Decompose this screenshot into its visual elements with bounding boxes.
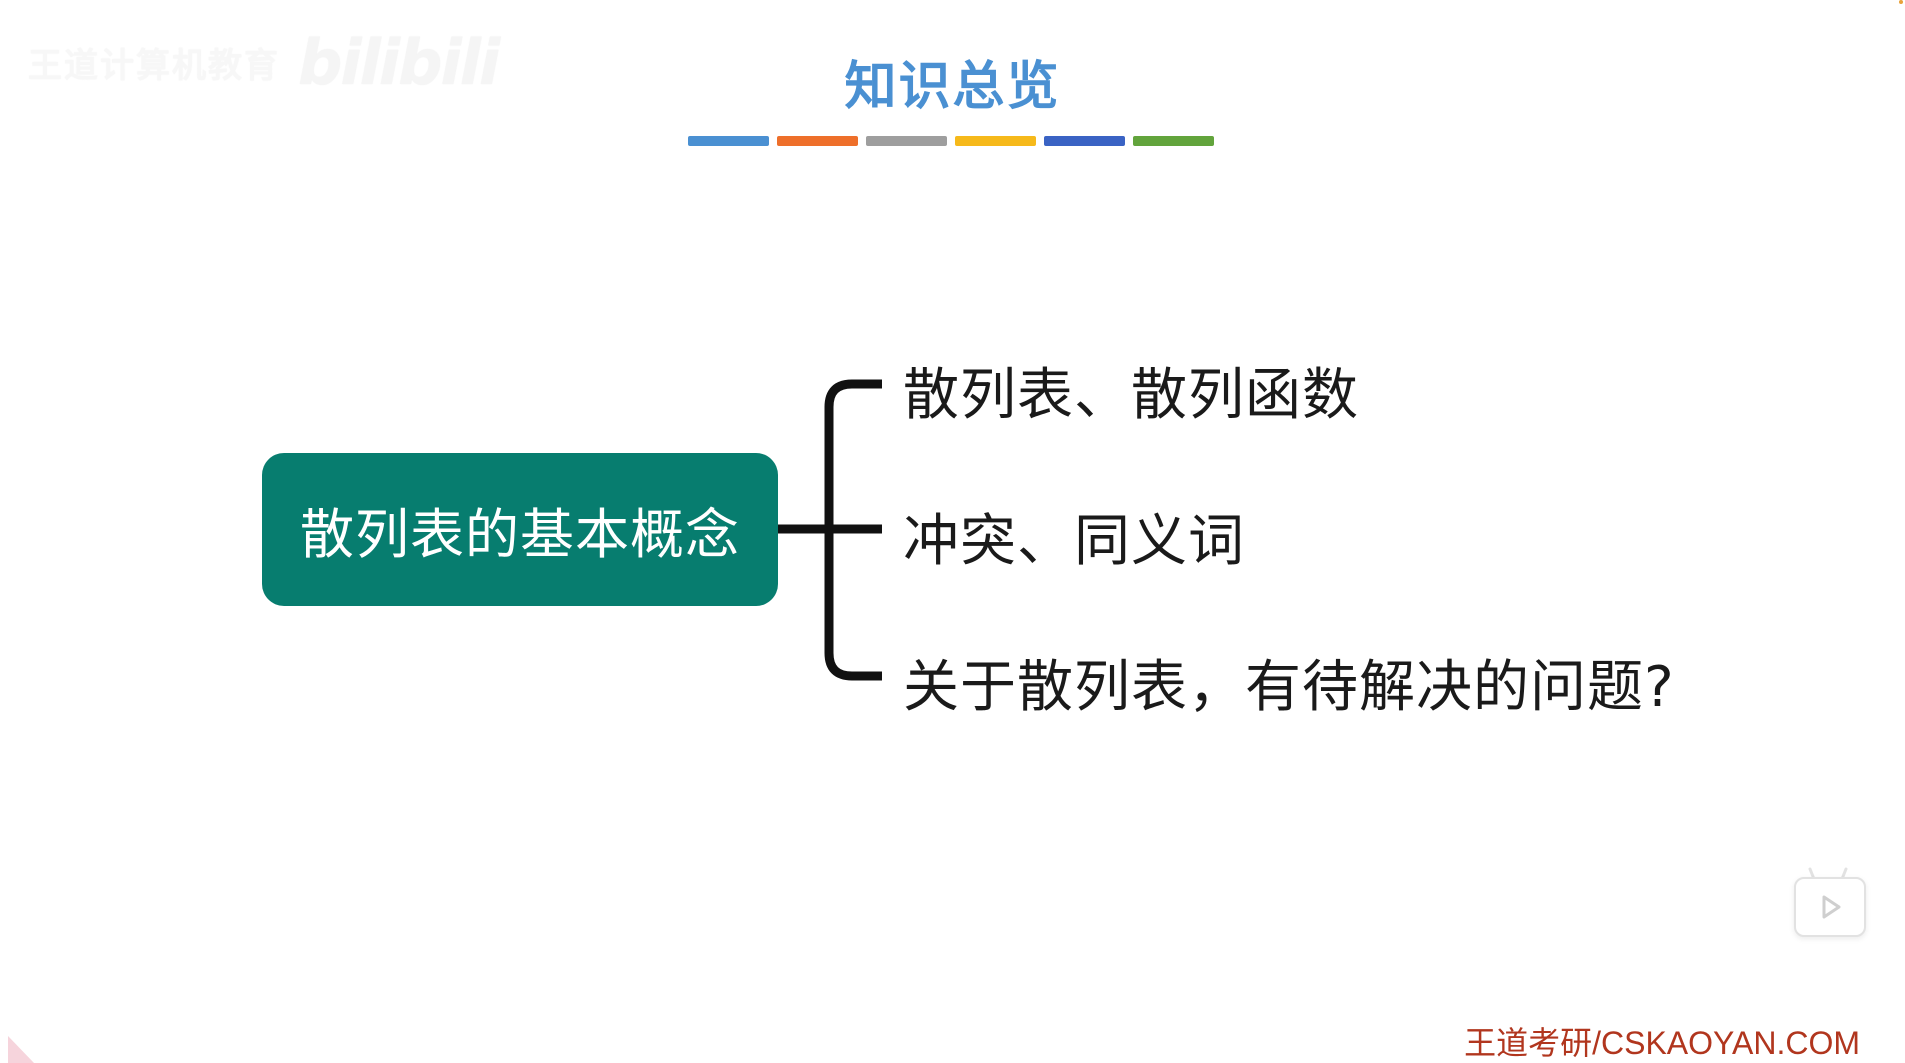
top-corner-dot <box>1899 0 1903 4</box>
color-bar-2 <box>777 136 858 146</box>
corner-decoration <box>8 1036 34 1063</box>
color-bar-4 <box>955 136 1036 146</box>
play-button[interactable] <box>1794 877 1866 937</box>
branch-collision-synonym: 冲突、同义词 <box>903 509 1245 574</box>
root-node-label: 散列表的基本概念 <box>300 503 740 566</box>
color-bar-3 <box>866 136 947 146</box>
branch-open-questions: 关于散列表，有待解决的问题? <box>903 655 1675 720</box>
color-bar-5 <box>1044 136 1125 146</box>
slide-title: 知识总览 <box>844 57 1061 117</box>
watermark: 王道计算机教育 bilibili <box>28 26 500 99</box>
footer-brand: 王道考研/CSKAOYAN.COM <box>1464 1025 1860 1061</box>
color-bar-6 <box>1133 136 1214 146</box>
branch-hash-table-function: 散列表、散列函数 <box>903 363 1359 428</box>
bilibili-logo: bilibili <box>298 26 500 99</box>
watermark-text: 王道计算机教育 <box>28 46 280 86</box>
bracket-top-arm <box>824 379 882 529</box>
bracket-bottom-arm <box>824 529 882 681</box>
root-node: 散列表的基本概念 <box>262 453 778 606</box>
color-bar-1 <box>688 136 769 146</box>
color-bar-divider <box>688 136 1214 146</box>
play-icon <box>1822 895 1841 919</box>
